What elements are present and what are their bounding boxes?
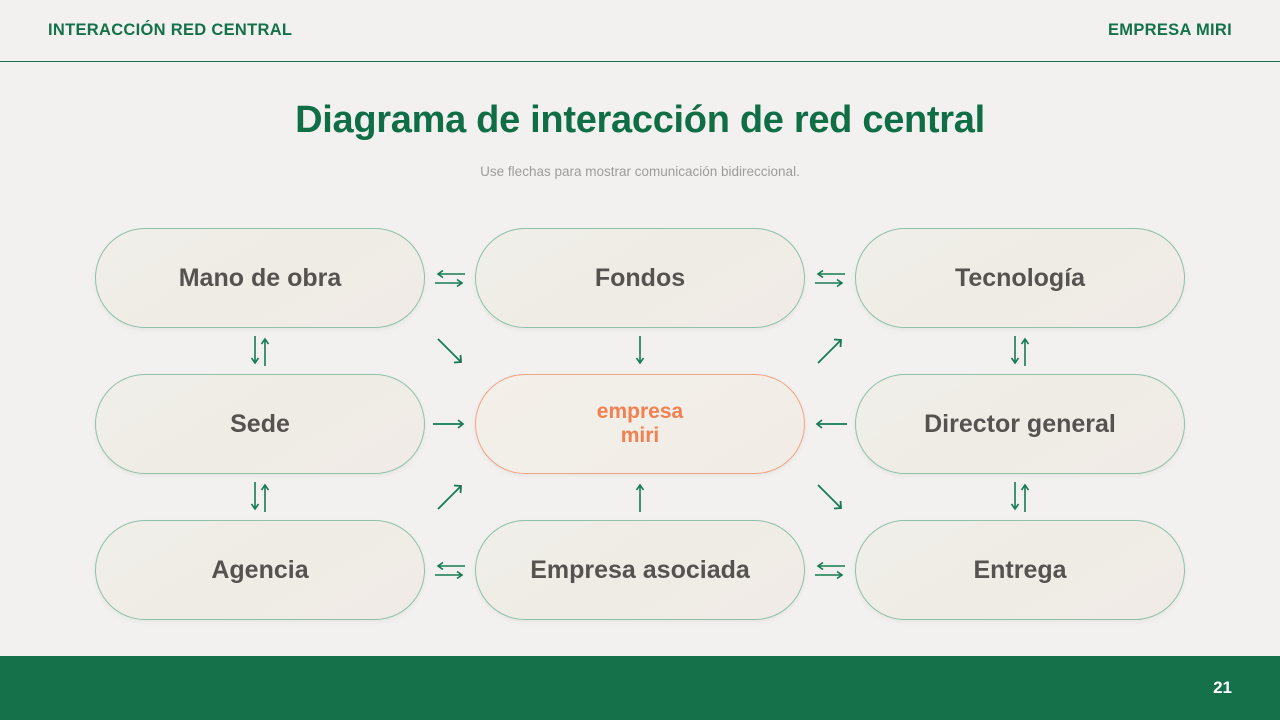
connector-agencia-empresa-miri-diagonal[interactable] — [425, 474, 475, 520]
bidirectional-horizontal-arrow-icon — [815, 561, 845, 580]
connector-director-general-entrega[interactable] — [855, 474, 1185, 520]
arrow-left-icon — [815, 419, 847, 429]
arrow-down-icon — [635, 336, 645, 365]
node-label: Mano de obra — [178, 263, 342, 292]
connector-fondos-tecnologia[interactable] — [805, 228, 855, 328]
page-title: Diagrama de interacción de red central — [295, 99, 985, 141]
node-label: Entrega — [973, 555, 1067, 584]
connector-sede-empresa-miri[interactable] — [425, 374, 475, 474]
arrow-diagonal-down-right-icon — [817, 484, 842, 510]
page-number: 21 — [1213, 678, 1232, 697]
network-interaction-diagram: Mano de obra Fondos Tecnología — [95, 228, 1185, 620]
bidirectional-horizontal-arrow-icon — [815, 269, 845, 288]
title-block: Diagrama de interacción de red central U… — [0, 99, 1280, 179]
arrow-diagonal-up-right-icon — [817, 338, 842, 364]
bidirectional-vertical-arrow-icon — [250, 482, 270, 512]
diagram-node-agencia[interactable]: Agencia — [95, 520, 425, 620]
node-label: Director general — [924, 409, 1116, 438]
bidirectional-vertical-arrow-icon — [1010, 482, 1030, 512]
diagram-node-director-general[interactable]: Director general — [855, 374, 1185, 474]
node-label: Empresa asociada — [530, 555, 750, 584]
diagram-node-mano-de-obra[interactable]: Mano de obra — [95, 228, 425, 328]
bidirectional-horizontal-arrow-icon — [435, 269, 465, 288]
node-label: Sede — [230, 409, 290, 438]
connector-fondos-empresa-miri[interactable] — [475, 328, 805, 374]
bidirectional-vertical-arrow-icon — [1010, 336, 1030, 366]
slide-footer: 21 — [0, 656, 1280, 720]
node-label: Agencia — [211, 555, 309, 584]
diagram-node-tecnologia[interactable]: Tecnología — [855, 228, 1185, 328]
bidirectional-horizontal-arrow-icon — [435, 561, 465, 580]
connector-empresa-miri-tecnologia-diagonal[interactable] — [805, 328, 855, 374]
arrow-up-icon — [635, 483, 645, 512]
slide-header: INTERACCIÓN RED CENTRAL EMPRESA MIRI — [0, 0, 1280, 62]
header-brand-label: EMPRESA MIRI — [1108, 21, 1232, 39]
arrow-diagonal-down-right-icon — [437, 338, 462, 364]
diagram-node-entrega[interactable]: Entrega — [855, 520, 1185, 620]
connector-tecnologia-director-general[interactable] — [855, 328, 1185, 374]
diagram-node-empresa-asociada[interactable]: Empresa asociada — [475, 520, 805, 620]
connector-director-general-empresa-miri[interactable] — [805, 374, 855, 474]
connector-empresa-asociada-empresa-miri[interactable] — [475, 474, 805, 520]
node-label: empresa miri — [596, 399, 684, 447]
connector-empresa-miri-entrega-diagonal[interactable] — [805, 474, 855, 520]
bidirectional-vertical-arrow-icon — [250, 336, 270, 366]
arrow-diagonal-up-right-icon — [437, 484, 462, 510]
diagram-node-empresa-miri[interactable]: empresa miri — [475, 374, 805, 474]
node-label: Tecnología — [954, 263, 1086, 292]
diagram-node-sede[interactable]: Sede — [95, 374, 425, 474]
connector-mano-de-obra-sede[interactable] — [95, 328, 425, 374]
connector-sede-agencia[interactable] — [95, 474, 425, 520]
node-label: Fondos — [594, 263, 686, 292]
connector-empresa-asociada-entrega[interactable] — [805, 520, 855, 620]
connector-mano-de-obra-empresa-miri-diagonal[interactable] — [425, 328, 475, 374]
header-section-label: INTERACCIÓN RED CENTRAL — [48, 21, 293, 39]
arrow-right-icon — [433, 419, 465, 429]
connector-agencia-empresa-asociada[interactable] — [425, 520, 475, 620]
page-subtitle: Use flechas para mostrar comunicación bi… — [480, 163, 800, 179]
diagram-node-fondos[interactable]: Fondos — [475, 228, 805, 328]
connector-mano-de-obra-fondos[interactable] — [425, 228, 475, 328]
